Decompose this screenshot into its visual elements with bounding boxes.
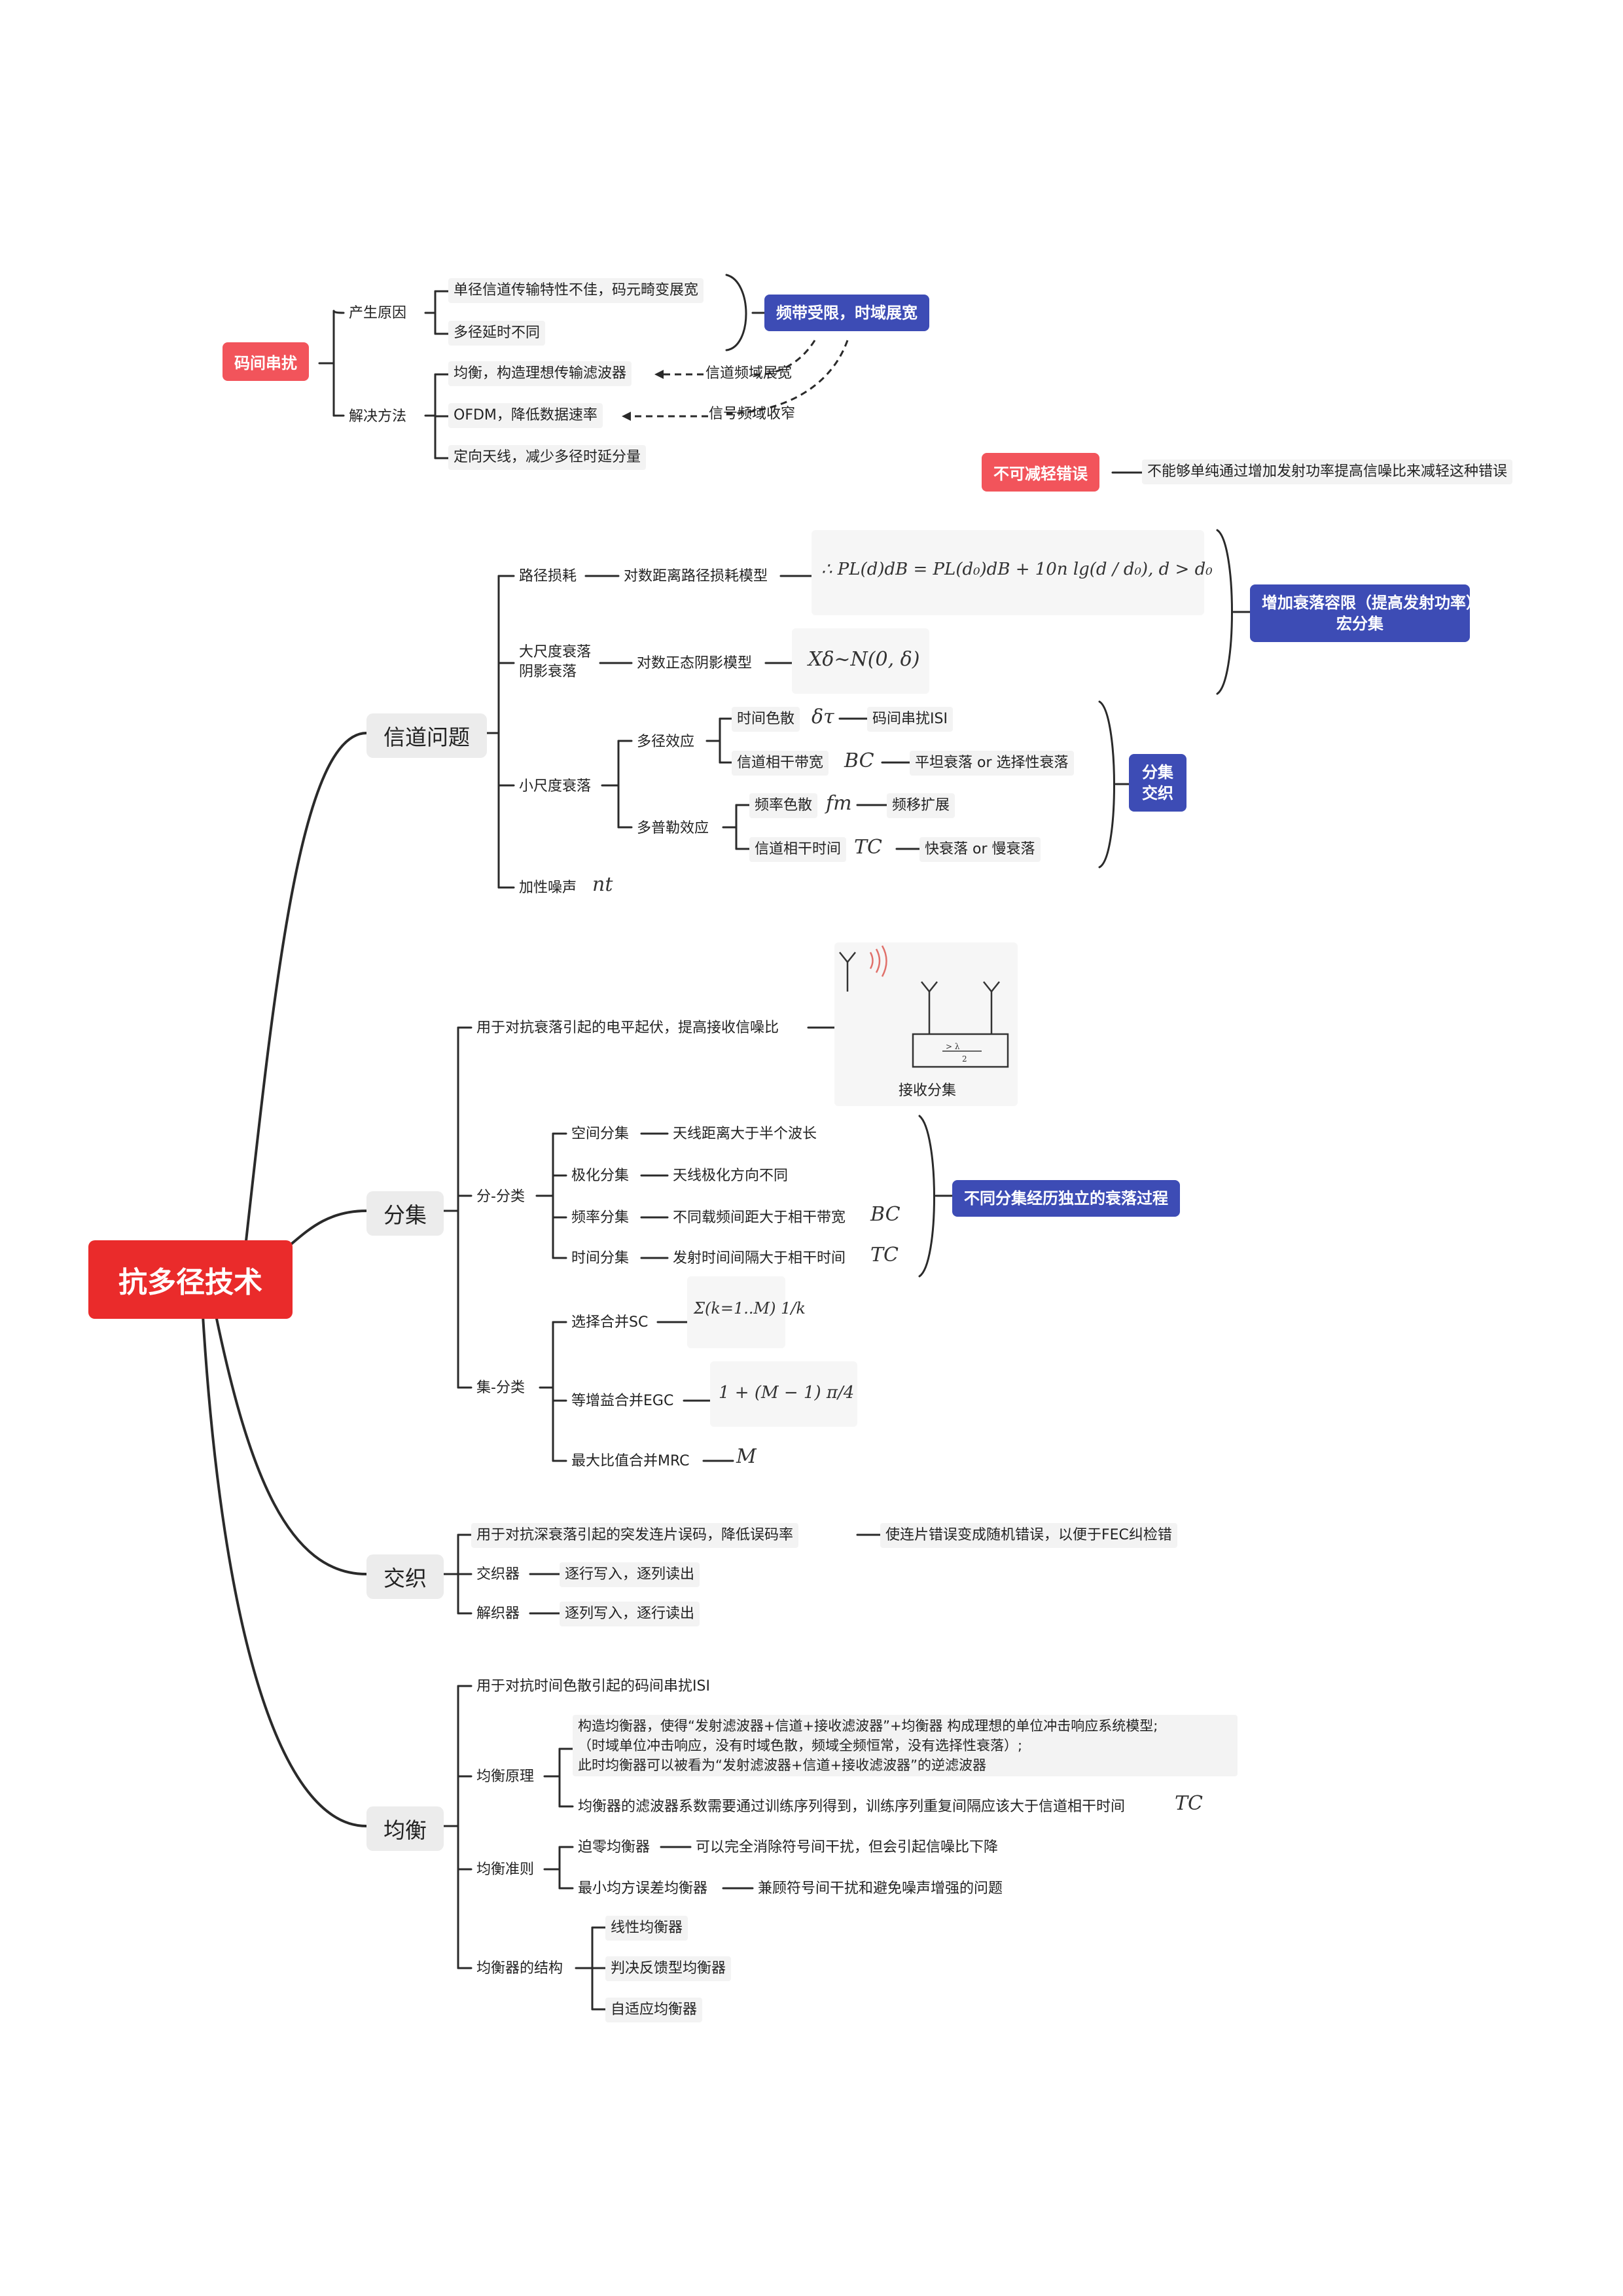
arrow-label: 信道频域展宽 xyxy=(705,365,793,382)
time-dispersion[interactable]: 时间色散 xyxy=(732,707,800,732)
sc-formula: Σ(k=1..M) 1/k xyxy=(694,1299,806,1318)
equalize-principle[interactable]: 均衡原理 xyxy=(476,1768,535,1785)
doppler-effect[interactable]: 多普勒效应 xyxy=(637,820,709,836)
path-loss-formula-box xyxy=(812,530,1204,615)
branch-interleave[interactable]: 交织 xyxy=(366,1554,444,1599)
interleave-purpose[interactable]: 用于对抗深衰落引起的突发连片误码，降低误码率 xyxy=(471,1523,799,1548)
arrow-label: 信号频域收窄 xyxy=(709,406,796,422)
diversity-interleave-note[interactable]: 分集 交织 xyxy=(1129,754,1186,812)
isi-cause-item[interactable]: 单径信道传输特性不佳，码元畸变展宽 xyxy=(448,278,704,303)
shadow-fading-label: 阴影衰落 xyxy=(519,664,577,680)
egc-formula-box xyxy=(710,1361,857,1427)
isi-solution-item[interactable]: 定向天线，减少多径时延分量 xyxy=(448,445,647,470)
note-interleave: 交织 xyxy=(1142,784,1173,802)
irreducible-error-note[interactable]: 不能够单纯通过增加发射功率提高信噪比来减轻这种错误 xyxy=(1142,459,1513,484)
zero-forcing-desc[interactable]: 可以完全消除符号间干扰，但会引起信噪比下降 xyxy=(696,1839,999,1856)
isi-result[interactable]: 码间串扰ISI xyxy=(867,707,953,732)
fast-or-slow-fading[interactable]: 快衰落 or 慢衰落 xyxy=(919,837,1041,862)
doppler-shift-symbol: fm xyxy=(826,792,852,815)
note-diversity: 分集 xyxy=(1142,763,1173,781)
fading-margin-note[interactable]: 增加衰落容限（提高发射功率） 宏分集 xyxy=(1250,584,1482,642)
fading-margin-line: 增加衰落容限（提高发射功率） xyxy=(1262,594,1482,612)
isi-cause-note[interactable]: 频带受限，时域展宽 xyxy=(764,295,929,331)
root-topic[interactable]: 抗多径技术 xyxy=(88,1240,293,1319)
frequency-dispersion[interactable]: 频率色散 xyxy=(749,793,818,818)
macro-diversity-line: 宏分集 xyxy=(1336,615,1383,633)
isi-solution-item[interactable]: OFDM，降低数据速率 xyxy=(448,403,603,428)
sc-formula-box xyxy=(687,1276,785,1348)
independent-fading-note[interactable]: 不同分集经历独立的衰落过程 xyxy=(952,1180,1180,1217)
decision-feedback-equalizer[interactable]: 判决反馈型均衡器 xyxy=(605,1956,732,1981)
equalize-coherence-symbol: TC xyxy=(1175,1792,1203,1815)
equalize-principle-text[interactable]: 构造均衡器，使得“发射滤波器+信道+接收滤波器”+均衡器 构成理想的单位冲击响应… xyxy=(573,1715,1238,1776)
shadow-formula-box xyxy=(792,628,929,694)
isi-solution-label[interactable]: 解决方法 xyxy=(349,408,407,425)
branch-diversity[interactable]: 分集 xyxy=(366,1191,444,1236)
equal-gain-combining[interactable]: 等增益合并EGC xyxy=(571,1393,674,1409)
irreducible-error-badge[interactable]: 不可减轻错误 xyxy=(982,453,1099,492)
interleaver[interactable]: 交织器 xyxy=(476,1566,520,1583)
linear-equalizer[interactable]: 线性均衡器 xyxy=(605,1916,688,1941)
equalize-criteria[interactable]: 均衡准则 xyxy=(476,1861,535,1878)
path-loss-label[interactable]: 路径损耗 xyxy=(519,568,577,584)
max-ratio-combining[interactable]: 最大比值合并MRC xyxy=(571,1453,690,1469)
deinterleaver[interactable]: 解织器 xyxy=(476,1605,520,1622)
time-diversity[interactable]: 时间分集 xyxy=(571,1250,630,1266)
receive-diversity-image: > λ 2 接收分集 xyxy=(834,942,1018,1106)
diversity-purpose[interactable]: 用于对抗衰落引起的电平起伏，提高接收信噪比 xyxy=(476,1020,779,1036)
frequency-diversity[interactable]: 频率分集 xyxy=(571,1210,630,1226)
svg-text:2: 2 xyxy=(962,1054,967,1064)
polarization-diversity-desc[interactable]: 天线极化方向不同 xyxy=(673,1168,789,1184)
equalize-purpose[interactable]: 用于对抗时间色散引起的码间串扰ISI xyxy=(476,1678,710,1695)
flat-or-selective-fading[interactable]: 平坦衰落 or 选择性衰落 xyxy=(910,751,1074,776)
shadow-formula: Xδ~N(0, δ) xyxy=(808,648,920,671)
deinterleaver-desc[interactable]: 逐列写入，逐行读出 xyxy=(560,1602,700,1626)
space-diversity[interactable]: 空间分集 xyxy=(571,1126,630,1142)
shadow-model[interactable]: 对数正态阴影模型 xyxy=(637,655,753,672)
antenna-diagram-icon: > λ 2 xyxy=(839,945,1009,1068)
branch-channel[interactable]: 信道问题 xyxy=(366,713,487,758)
zero-forcing-equalizer[interactable]: 迫零均衡器 xyxy=(578,1839,651,1856)
equalizer-structure[interactable]: 均衡器的结构 xyxy=(476,1960,563,1977)
mrc-formula: M xyxy=(736,1445,757,1468)
isi-solution-item[interactable]: 均衡，构造理想传输滤波器 xyxy=(448,361,632,386)
time-diversity-desc[interactable]: 发射时间间隔大于相干时间 xyxy=(673,1250,846,1266)
mmse-equalizer[interactable]: 最小均方误差均衡器 xyxy=(578,1880,708,1897)
large-scale-label: 大尺度衰落 xyxy=(519,644,592,660)
frequency-diversity-desc[interactable]: 不同载频间距大于相干带宽 xyxy=(673,1210,846,1226)
path-loss-model[interactable]: 对数距离路径损耗模型 xyxy=(624,568,768,584)
coherence-bandwidth[interactable]: 信道相干带宽 xyxy=(732,751,829,776)
egc-formula: 1 + (M − 1) π/4 xyxy=(719,1383,855,1403)
diversity-combine-category[interactable]: 集-分类 xyxy=(476,1380,525,1396)
noise-symbol: nt xyxy=(592,873,613,896)
coherence-bandwidth-symbol: BC xyxy=(844,749,874,772)
selection-combining[interactable]: 选择合并SC xyxy=(571,1314,649,1331)
multipath-effect[interactable]: 多径效应 xyxy=(637,734,695,750)
receive-diversity-caption: 接收分集 xyxy=(899,1083,957,1099)
coherence-time[interactable]: 信道相干时间 xyxy=(749,837,847,862)
interleaver-desc[interactable]: 逐行写入，逐列读出 xyxy=(560,1562,700,1587)
coherence-time-symbol: TC xyxy=(854,836,882,859)
isi-title-badge[interactable]: 码间串扰 xyxy=(223,342,309,381)
isi-cause-label[interactable]: 产生原因 xyxy=(349,305,407,321)
adaptive-equalizer[interactable]: 自适应均衡器 xyxy=(605,1998,703,2022)
mmse-desc[interactable]: 兼顾符号间干扰和避免噪声增强的问题 xyxy=(758,1880,1003,1897)
polarization-diversity[interactable]: 极化分集 xyxy=(571,1168,630,1184)
large-scale-fading[interactable]: 大尺度衰落 阴影衰落 xyxy=(514,641,603,683)
equalize-training-text[interactable]: 均衡器的滤波器系数需要通过训练序列得到，训练序列重复间隔应该大于信道相干时间 xyxy=(578,1799,1126,1815)
isi-cause-item[interactable]: 多径延时不同 xyxy=(448,321,546,346)
time-diversity-symbol: TC xyxy=(870,1244,899,1266)
space-diversity-desc[interactable]: 天线距离大于半个波长 xyxy=(673,1126,817,1142)
small-scale-fading[interactable]: 小尺度衰落 xyxy=(519,778,592,795)
frequency-spread[interactable]: 频移扩展 xyxy=(887,793,955,818)
interleave-purpose-note[interactable]: 使连片错误变成随机错误，以便于FEC纠检错 xyxy=(880,1523,1177,1548)
diversity-split-category[interactable]: 分-分类 xyxy=(476,1189,525,1205)
frequency-diversity-symbol: BC xyxy=(870,1203,901,1226)
additive-noise[interactable]: 加性噪声 xyxy=(519,880,577,896)
path-loss-formula: ∴ PL(d)dB = PL(d₀)dB + 10n lg(d / d₀), d… xyxy=(821,560,1213,579)
svg-text:> λ: > λ xyxy=(946,1042,960,1051)
delay-spread-symbol: δτ xyxy=(812,706,834,728)
branch-equalize[interactable]: 均衡 xyxy=(366,1806,444,1851)
